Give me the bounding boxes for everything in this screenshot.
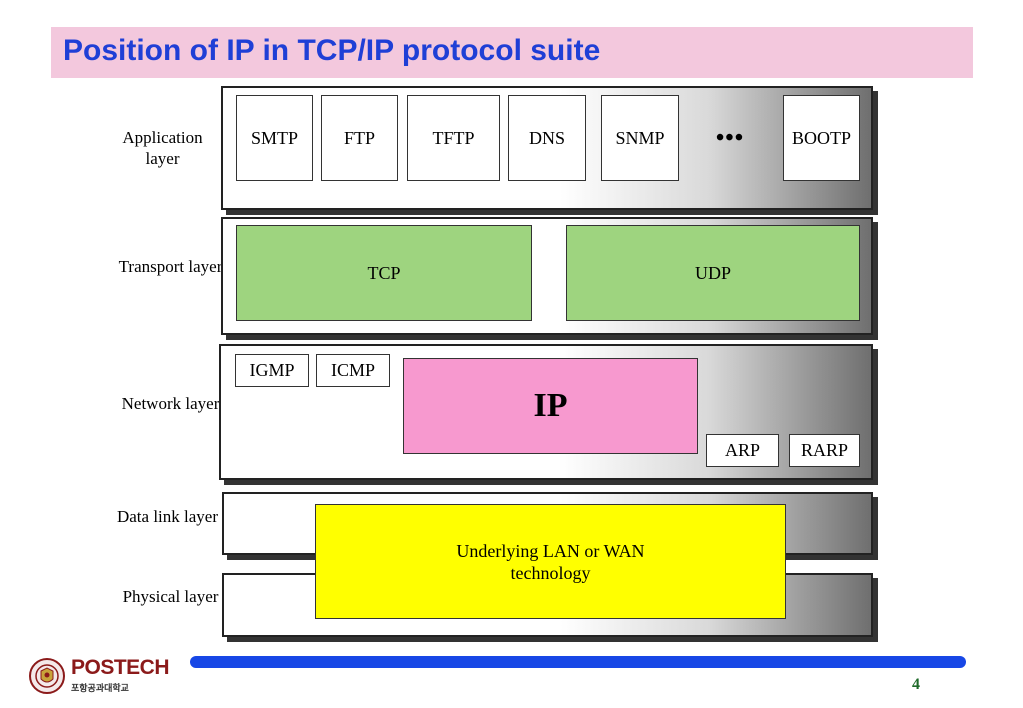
label-datalink-text: Data link layer — [116, 507, 218, 526]
logo-subtitle: 포항공과대학교 — [71, 683, 129, 693]
protocol-ftp: FTP — [321, 95, 398, 181]
protocol-icmp: ICMP — [316, 354, 390, 387]
label-physical-text: Physical layer — [122, 587, 219, 606]
protocol-tcp: TCP — [236, 225, 532, 321]
protocol-igmp: IGMP — [235, 354, 309, 387]
label-transport-layer: Transport layer — [118, 256, 223, 277]
label-application-text: Application layer — [122, 128, 203, 168]
label-application-layer: Application layer — [110, 127, 215, 169]
page-number: 4 — [912, 676, 920, 693]
title-bar: Position of IP in TCP/IP protocol suite — [51, 27, 973, 78]
protocol-dns: DNS — [508, 95, 586, 181]
protocol-snmp: SNMP — [601, 95, 679, 181]
protocol-bootp: BOOTP — [783, 95, 860, 181]
more-protocols-ellipsis: ••• — [715, 124, 745, 151]
protocol-arp: ARP — [706, 434, 779, 467]
protocol-smtp: SMTP — [236, 95, 313, 181]
protocol-rarp: RARP — [789, 434, 860, 467]
footer-divider — [190, 656, 966, 668]
underlying-text: Underlying LAN or WAN technology — [456, 540, 645, 583]
emblem-icon — [29, 658, 65, 694]
slide-title: Position of IP in TCP/IP protocol suite — [63, 34, 601, 67]
postech-logo: POSTECH 포항공과대학교 — [28, 656, 178, 696]
label-datalink-layer: Data link layer — [115, 506, 220, 527]
label-network-layer: Network layer — [118, 393, 223, 414]
protocol-ip: IP — [403, 358, 698, 454]
label-physical-layer: Physical layer — [118, 586, 223, 607]
protocol-tftp: TFTP — [407, 95, 500, 181]
label-network-text: Network layer — [121, 394, 220, 413]
protocol-udp: UDP — [566, 225, 860, 321]
underlying-lan-wan-box: Underlying LAN or WAN technology — [315, 504, 786, 619]
label-transport-text: Transport layer — [118, 257, 223, 276]
logo-name: POSTECH — [71, 656, 170, 679]
